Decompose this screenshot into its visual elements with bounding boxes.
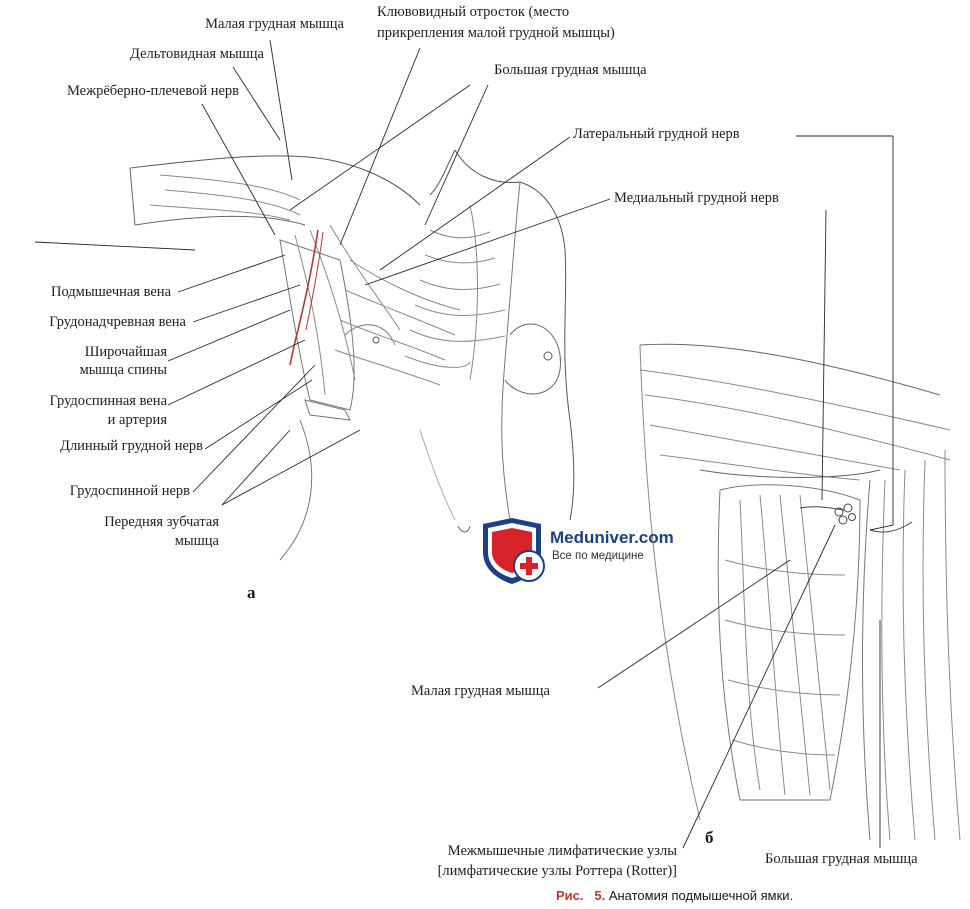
label-latissimus-line2: мышца спины <box>79 362 167 378</box>
figure-caption: Рис. 5. Анатомия подмышечной ямки. <box>556 888 793 903</box>
label-axillary-vein: Подмышечная вена <box>50 284 171 300</box>
panel-label-b: б <box>705 828 714 847</box>
panel-a-drawing <box>129 149 575 561</box>
label-coracoid-line1: Клювовидный отросток (место <box>377 4 570 20</box>
panel-label-a: а <box>247 583 256 602</box>
label-thoracodorsal-nerve: Грудоспинной нерв <box>69 483 190 499</box>
label-intercostobrachial-nerve: Межрёберно-плечевой нерв <box>66 83 239 99</box>
label-coracoid-line2: прикрепления малой грудной мышцы) <box>377 25 615 41</box>
label-medial-pectoral-nerve: Медиальный грудной нерв <box>614 190 779 206</box>
label-pectoralis-major-top: Большая грудная мышца <box>494 62 647 78</box>
label-deltoid: Дельтовидная мышца <box>130 46 264 62</box>
label-long-thoracic-nerve: Длинный грудной нерв <box>60 438 203 454</box>
label-rotter-line1: Межмышечные лимфатические узлы <box>447 843 677 859</box>
label-latissimus-line1: Широчайшая <box>84 344 167 360</box>
label-pectoralis-minor-b: Малая грудная мышца <box>411 683 550 699</box>
leader-lines <box>34 39 894 849</box>
label-lateral-pectoral-nerve: Латеральный грудной нерв <box>573 126 740 142</box>
label-serratus-line2: мышца <box>174 533 219 549</box>
label-thoracoepigastric-vein: Грудонадчревная вена <box>49 314 186 330</box>
caption-text: Анатомия подмышечной ямки. <box>608 888 794 903</box>
logo-title: Meduniver.com <box>550 528 674 547</box>
label-pectoralis-major-b: Большая грудная мышца <box>765 851 918 867</box>
logo-subtitle: Все по медицине <box>552 550 644 562</box>
caption-prefix: Рис. <box>556 888 584 903</box>
shield-cross-icon <box>483 518 545 584</box>
label-thoracodorsal-vessels-line2: и артерия <box>107 412 167 428</box>
caption-number: 5. <box>594 888 606 903</box>
label-pectoralis-minor-top: Малая грудная мышца <box>205 16 344 32</box>
meduniver-logo: Meduniver.com Все по медицине <box>478 516 708 586</box>
label-rotter-line2: [лимфатические узлы Роттера (Rotter)] <box>437 863 677 879</box>
panel-b-drawing <box>639 343 961 841</box>
label-thoracodorsal-vessels-line1: Грудоспинная вена <box>49 393 167 409</box>
label-serratus-line1: Передняя зубчатая <box>104 514 219 530</box>
